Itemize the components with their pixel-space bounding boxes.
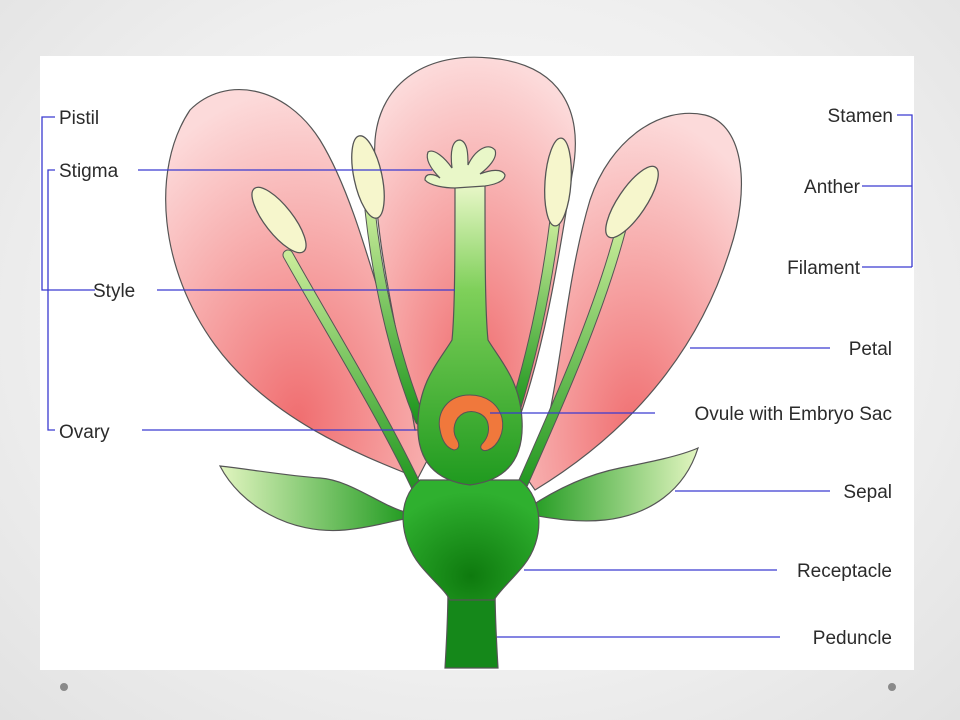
peduncle-shape	[444, 584, 499, 669]
label-style: Style	[93, 281, 135, 302]
sepals	[218, 446, 699, 532]
label-sepal: Sepal	[843, 482, 892, 503]
labels: Pistil Stigma Style Ovary Stamen Anther …	[59, 106, 893, 649]
bracket-stamen	[897, 114, 913, 267]
bracket-pistil	[41, 116, 95, 291]
slide-dot-left	[60, 683, 68, 691]
leader-lines	[138, 169, 912, 638]
filament-3-fill	[510, 215, 560, 415]
label-stigma: Stigma	[59, 161, 119, 182]
label-anther: Anther	[804, 177, 861, 198]
label-receptacle: Receptacle	[797, 561, 892, 582]
sepal-right	[527, 446, 699, 522]
petal-right	[527, 112, 743, 491]
filaments	[282, 204, 628, 496]
anther-3	[544, 137, 572, 227]
ovule-shape	[438, 394, 504, 451]
bracket-pistil-inner	[47, 169, 55, 431]
anthers	[251, 135, 659, 254]
label-pistil: Pistil	[59, 108, 99, 129]
stigma-shape	[424, 139, 506, 189]
label-ovary: Ovary	[59, 422, 110, 443]
anther-1	[251, 186, 307, 254]
anther-4	[605, 165, 659, 239]
label-filament: Filament	[787, 258, 861, 279]
sepal-left	[218, 465, 412, 532]
pistil-body	[402, 139, 540, 669]
brackets	[41, 114, 913, 431]
slide-dot-right	[888, 683, 896, 691]
label-peduncle: Peduncle	[813, 628, 892, 649]
filament-2-fill	[365, 205, 425, 425]
label-petal: Petal	[849, 339, 892, 360]
label-ovule: Ovule with Embryo Sac	[695, 404, 892, 425]
anther-2	[351, 135, 385, 219]
filament-1-fill	[283, 250, 423, 495]
label-stamen: Stamen	[828, 106, 893, 127]
filament-4-fill	[515, 220, 627, 495]
receptacle-shape	[402, 479, 540, 601]
